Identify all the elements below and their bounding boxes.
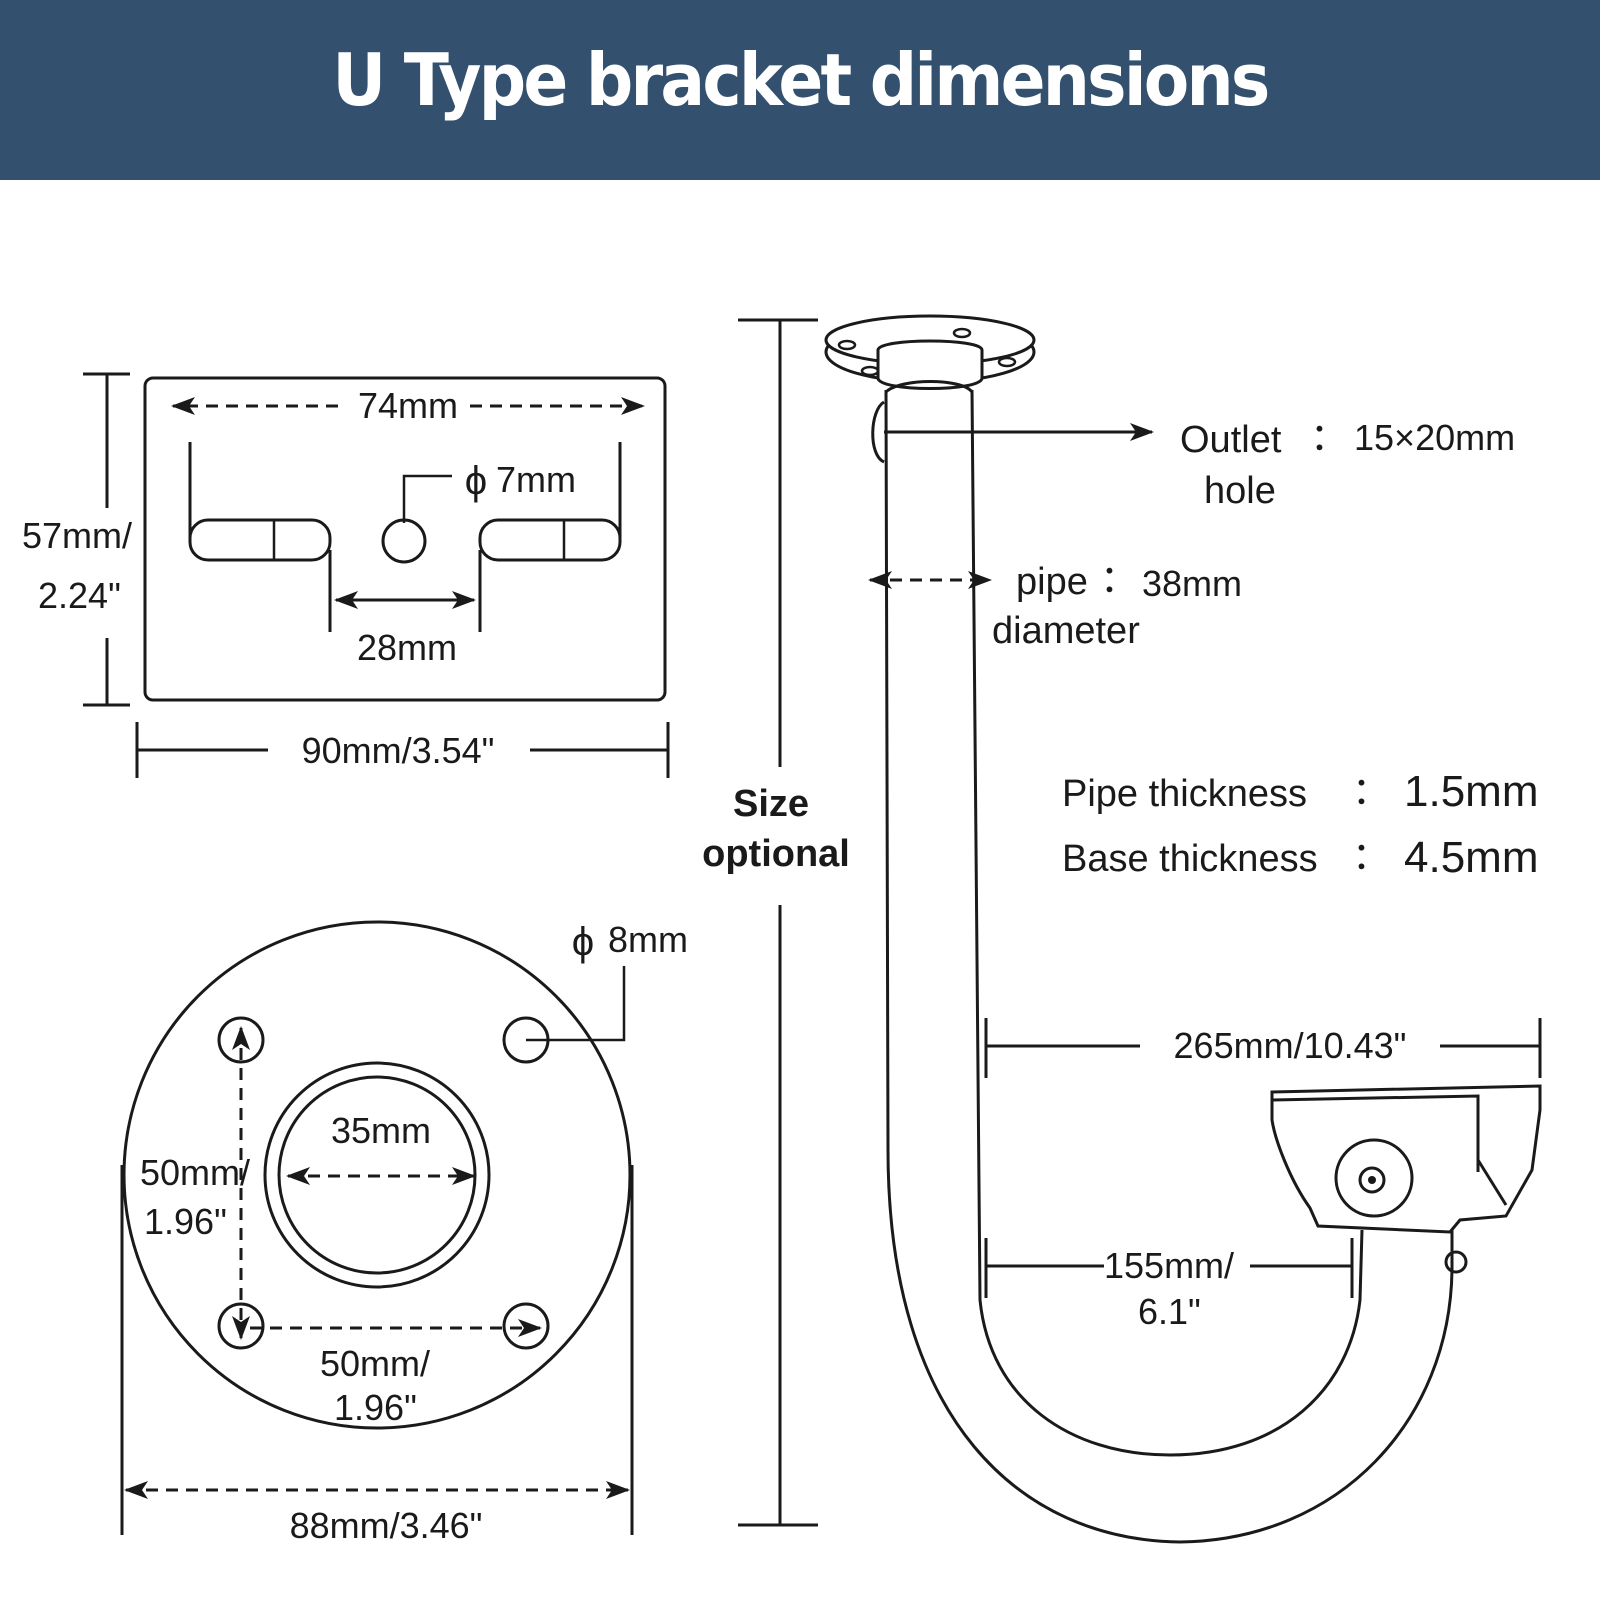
bracket-mount-knob-inner <box>1358 1166 1386 1194</box>
pipe-thickness-value: 1.5mm <box>1404 767 1538 816</box>
base-thickness-label: Base thickness <box>1062 838 1318 880</box>
bracket-flange-hole-1 <box>837 339 857 351</box>
pipe-label-line1: pipe <box>1016 561 1088 603</box>
pipe-separator: ： <box>1100 559 1138 601</box>
flange-inner-ring-outer <box>263 1061 491 1289</box>
header-banner: U Type bracket dimensions <box>0 0 1600 180</box>
bolt-hole-leader <box>526 966 626 1042</box>
bracket-pipe-top <box>884 380 974 394</box>
bracket-mount-head-chamfer <box>1476 1159 1508 1206</box>
pipe-value: 38mm <box>1142 563 1242 604</box>
outer-diameter-label: 88mm/3.46" <box>290 1505 483 1546</box>
outlet-hole-label-line1: Outlet <box>1180 419 1282 461</box>
base-plate-drawing: 74mm ϕ 7mm 28mm 57mm/ 2.24" 90mm/3.54" <box>22 372 670 778</box>
bracket-pipe-outer <box>884 389 1454 1544</box>
vertical-spacing-inch-label: 1.96" <box>144 1201 227 1242</box>
reach-total-label: 265mm/10.43" <box>1174 1025 1407 1066</box>
outlet-hole-label-line2: hole <box>1204 470 1276 512</box>
page-title: U Type bracket dimensions <box>332 38 1270 122</box>
center-hole-symbol: ϕ <box>465 459 487 503</box>
j-bracket-drawing: Outlet hole ： 15×20mm pipe ： 38mm diamet… <box>824 314 1542 1544</box>
reach-inner-label: 155mm/ <box>1104 1245 1234 1286</box>
size-optional-dim: Size optional <box>702 318 850 1527</box>
pipe-label-line2: diameter <box>992 610 1140 652</box>
bracket-pipe-inner <box>970 389 1364 1457</box>
bracket-mount-knob-outer <box>1334 1138 1414 1218</box>
center-hole-label: 7mm <box>496 459 576 500</box>
bolt-hole-symbol: ϕ <box>572 920 594 964</box>
slot-right <box>478 518 622 562</box>
size-optional-line2: optional <box>702 833 850 875</box>
base-thickness-value: 4.5mm <box>1404 833 1538 882</box>
horizontal-spacing-label: 50mm/ <box>320 1343 430 1384</box>
outlet-hole-separator: ： <box>1310 417 1348 459</box>
reach-inner-inch-label: 6.1" <box>1138 1291 1201 1332</box>
center-hole <box>381 518 427 564</box>
bracket-flange-hole-2 <box>952 327 972 339</box>
base-thickness-separator: ： <box>1352 836 1390 878</box>
height-inch-label: 2.24" <box>38 575 121 616</box>
round-flange-drawing: ϕ 8mm 35mm 50mm/ 1.96" 50mm/ 1.96" 88mm/… <box>120 919 688 1546</box>
center-hole-leader <box>402 474 452 523</box>
bolt-hole-label: 8mm <box>608 919 688 960</box>
width-label: 90mm/3.54" <box>302 730 495 771</box>
flange-outer-circle <box>122 920 632 1430</box>
bracket-mount-head-face <box>1271 1094 1480 1172</box>
bracket-flange-hole-3 <box>997 356 1017 368</box>
vertical-spacing-label: 50mm/ <box>140 1152 250 1193</box>
bolt-hole-bottom-right <box>502 1302 550 1350</box>
hole-spacing-label: 74mm <box>358 385 458 426</box>
slot-gap-label: 28mm <box>357 627 457 668</box>
bracket-mount-knob-dot <box>1368 1176 1376 1184</box>
slot-left <box>188 518 332 562</box>
outlet-hole-value: 15×20mm <box>1354 417 1515 458</box>
bracket-side-bump <box>871 400 885 464</box>
height-label: 57mm/ <box>22 515 132 556</box>
base-plate-outline <box>143 376 667 702</box>
size-optional-line1: Size <box>733 783 809 825</box>
bracket-lock-screw <box>1444 1250 1468 1274</box>
pipe-thickness-label: Pipe thickness <box>1062 773 1307 815</box>
horizontal-spacing-inch-label: 1.96" <box>334 1387 417 1428</box>
inner-diameter-label: 35mm <box>331 1110 431 1151</box>
pipe-thickness-separator: ： <box>1352 771 1390 813</box>
